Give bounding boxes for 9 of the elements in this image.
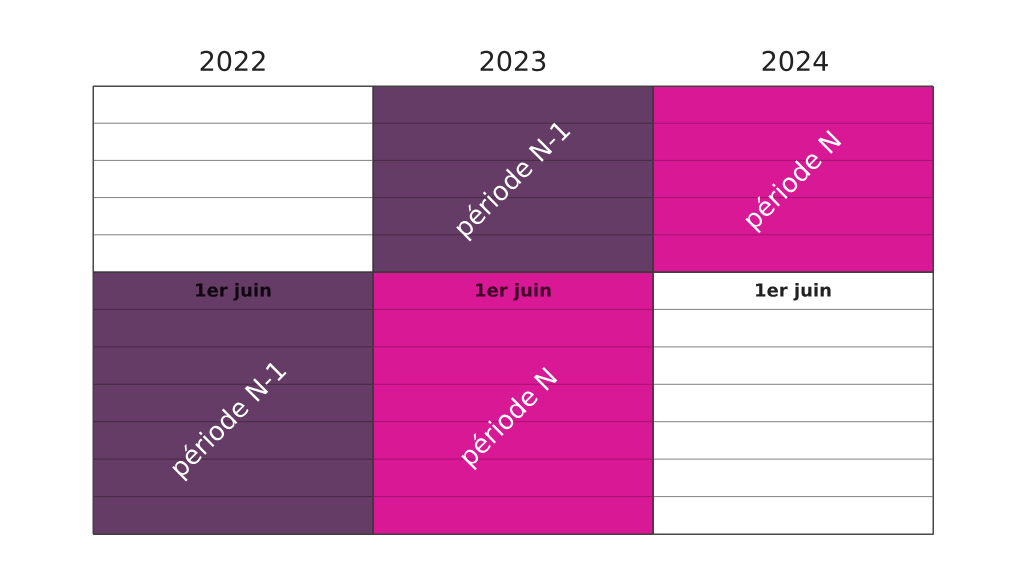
shaded-block — [372, 271, 654, 535]
shaded-block — [652, 85, 934, 273]
date-label: 1er juin — [196, 282, 271, 301]
ruled-block — [92, 85, 374, 273]
date-label: 1er juin — [756, 282, 831, 301]
ruled-block — [652, 271, 934, 535]
shaded-block — [372, 85, 654, 273]
shaded-block — [92, 271, 374, 535]
date-label: 1er juin — [476, 282, 551, 301]
